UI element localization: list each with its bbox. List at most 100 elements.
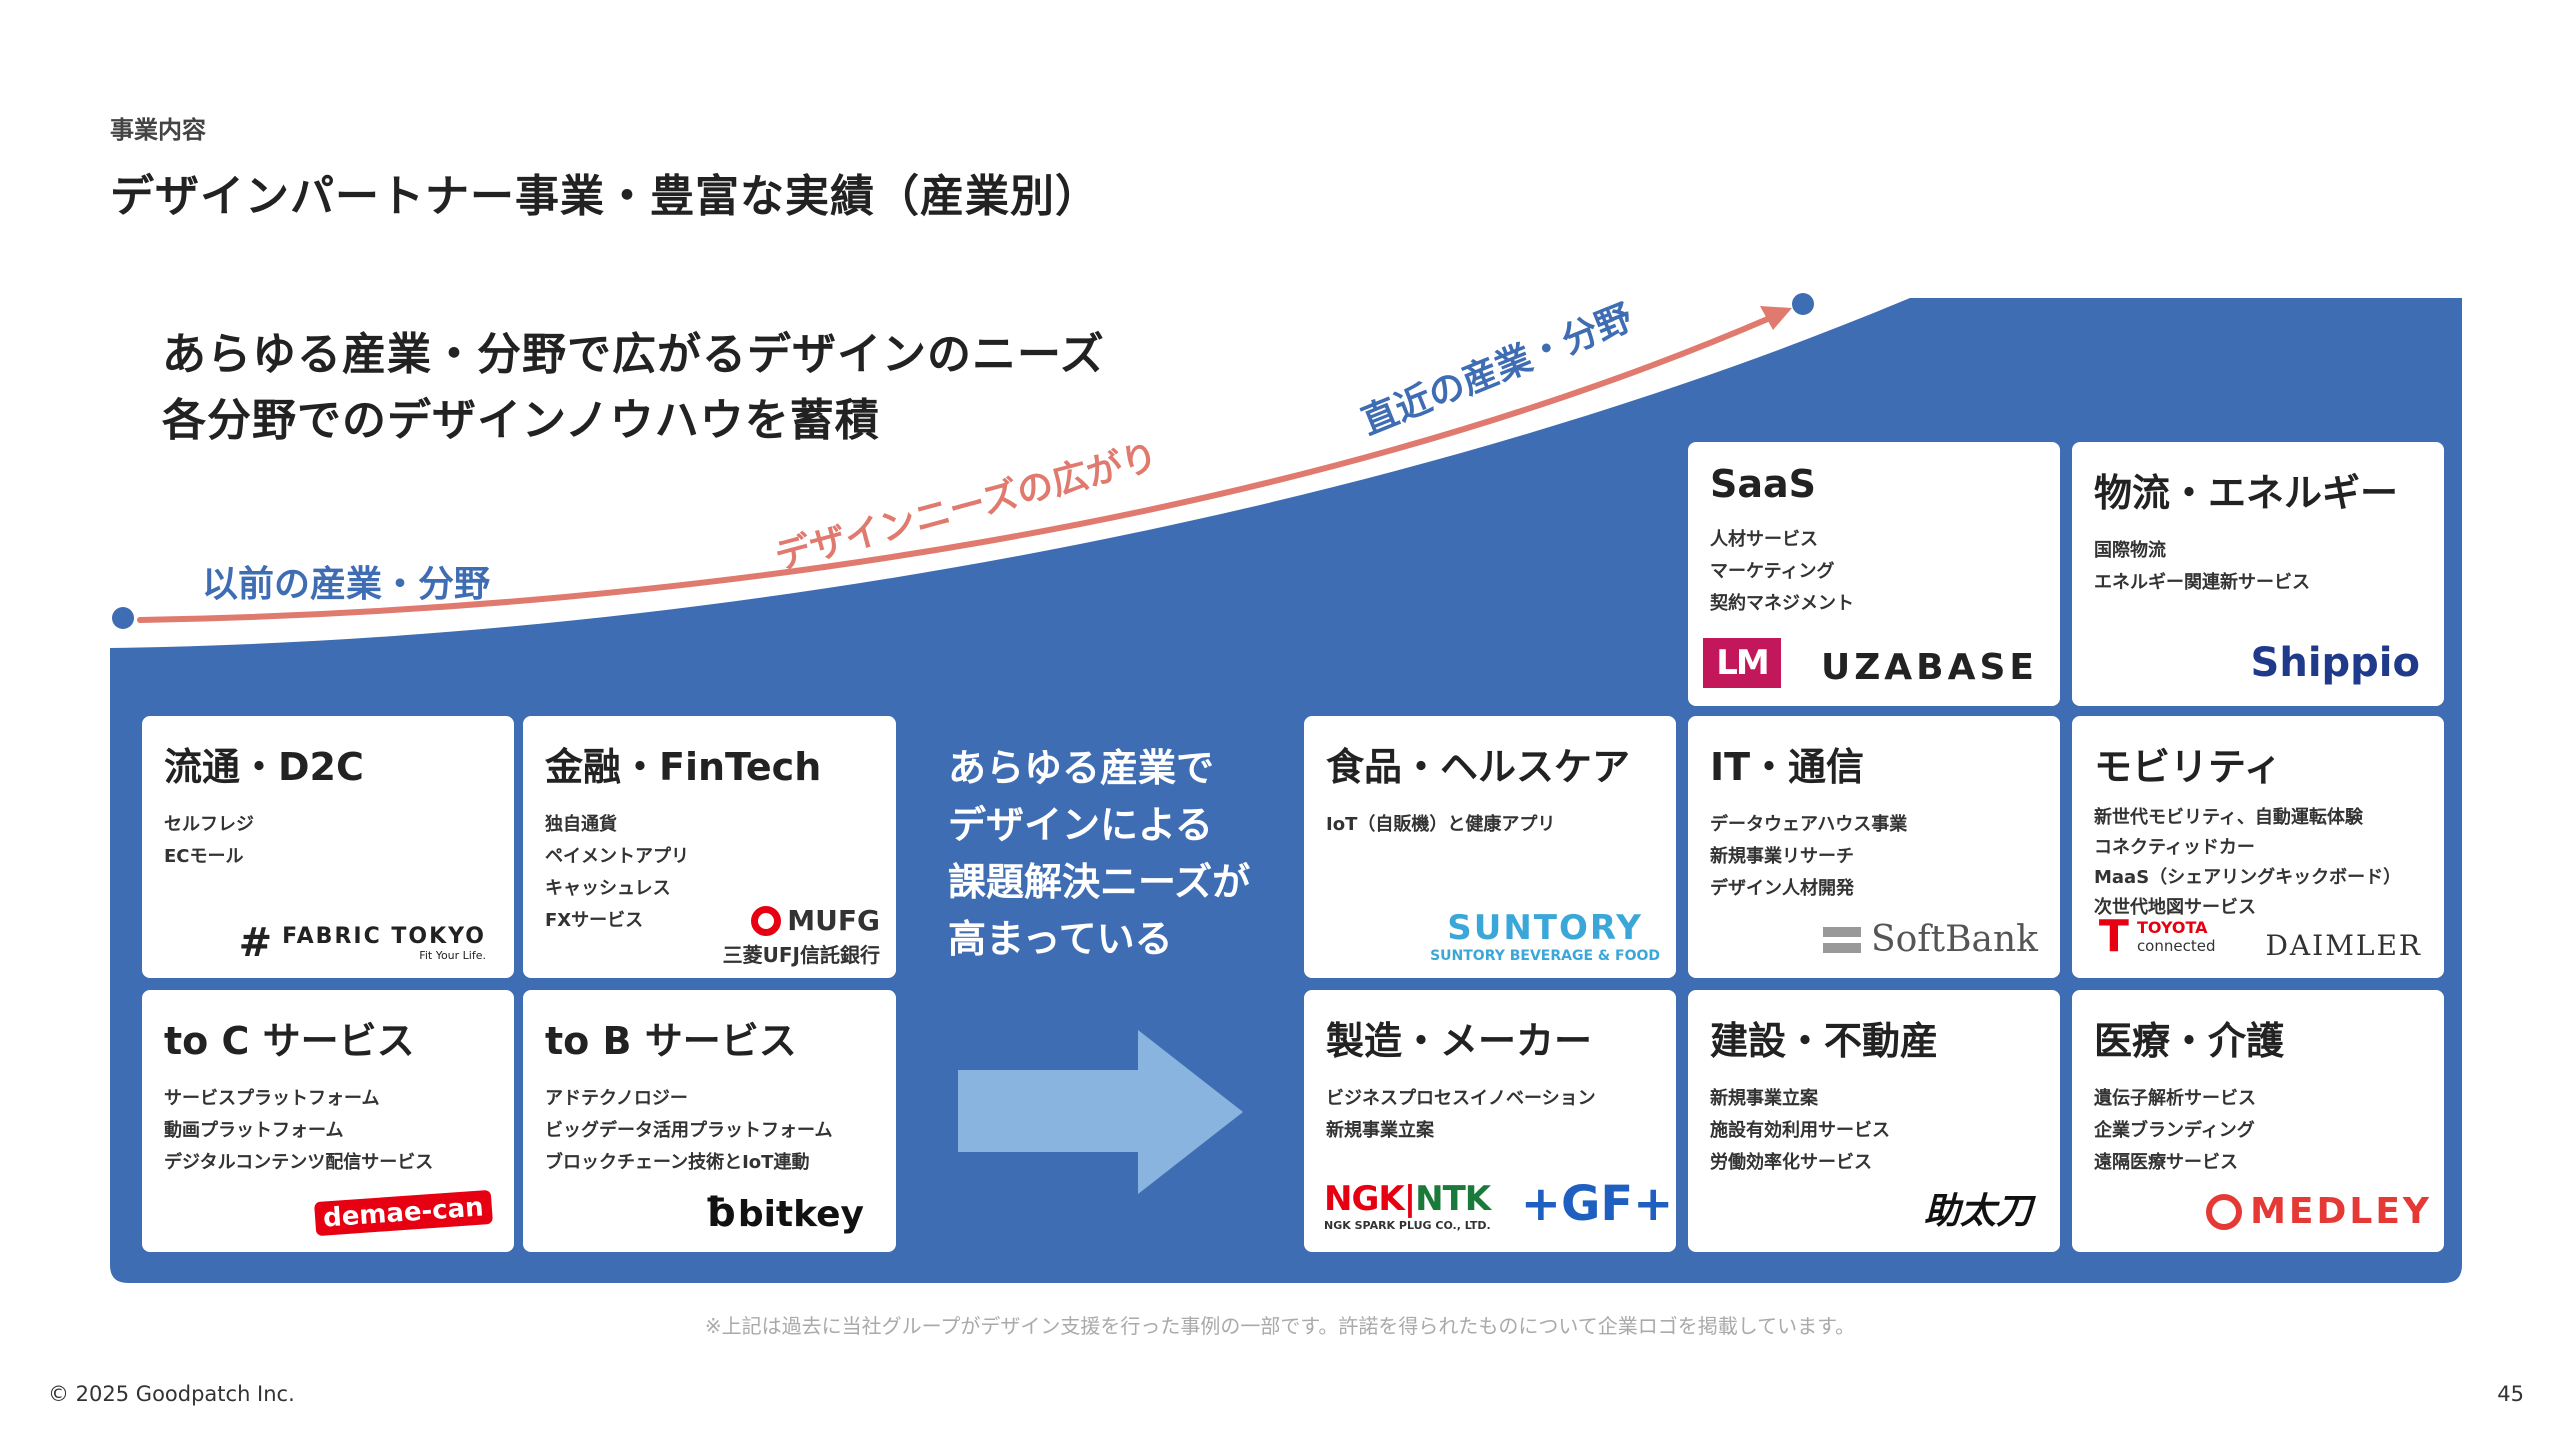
card-items: データウェアハウス事業 新規事業リサーチ デザイン人材開発 [1710,809,2038,905]
card-item: マーケティング [1710,561,1835,582]
card-item: アドテクノロジー [545,1088,688,1109]
design-needs-curve [137,315,1773,623]
card-title: IT・通信 [1710,745,1865,789]
card-item: エネルギー関連新サービス [2094,572,2310,593]
card-items: セルフレジ ECモール [164,809,492,873]
card-medical-care: 医療・介護 遺伝子解析サービス 企業ブランディング 遠隔医療サービス MEDLE… [2072,990,2444,1252]
logo-subtext: 三菱UFJ信託銀行 [722,943,880,967]
card-item: デザイン人材開発 [1710,878,1854,899]
card-construction-real-estate: 建設・不動産 新規事業立案 施設有効利用サービス 労働効率化サービス 助太刀 [1688,990,2060,1252]
card-mobility: モビリティ 新世代モビリティ、自動運転体験 コネクティッドカー MaaS（シェア… [2072,716,2444,978]
softbank-bars-icon [1822,926,1861,953]
center-message-line: デザインによる [948,803,1213,847]
card-item: 契約マネジメント [1710,593,1854,614]
big-right-arrow [958,1030,1243,1194]
card-items: 遺伝子解析サービス 企業ブランディング 遠隔医療サービス [2094,1083,2422,1179]
card-item: 独自通貨 [545,814,617,835]
card-title: 建設・不動産 [1710,1019,1939,1063]
card-item: 遺伝子解析サービス [2094,1088,2256,1109]
page-title: デザインパートナー事業・豊富な実績（産業別） [110,171,1100,222]
suntory-logo: SUNTORY SUNTORY BEVERAGE & FOOD [1430,908,1660,964]
footnote: ※上記は過去に当社グループがデザイン支援を行った事例の一部です。許諾を得られたも… [704,1314,1856,1338]
card-title: 製造・メーカー [1326,1019,1593,1063]
card-item: データウェアハウス事業 [1710,814,1908,835]
card-item: MaaS（シェアリングキックボード） [2094,867,2402,888]
card-logistics-energy: 物流・エネルギー 国際物流 エネルギー関連新サービス Shippio [2072,442,2444,706]
card-item: 労働効率化サービス [1710,1152,1872,1173]
card-items: 新規事業立案 施設有効利用サービス 労働効率化サービス [1710,1083,2038,1179]
card-title: 物流・エネルギー [2094,471,2399,515]
logo-text: FABRIC TOKYO [282,924,486,949]
card-item: ブロックチェーン技術とIoT連動 [545,1152,810,1173]
curve-label-past: 以前の産業・分野 [202,564,491,605]
logo-text: MEDLEY [2250,1191,2432,1232]
card-title: 医療・介護 [2094,1019,2285,1063]
logo-text: NGK [1324,1179,1405,1219]
lm-logo: LM [1702,638,1781,688]
card-food-healthcare: 食品・ヘルスケア IoT（自販機）と健康アプリ SUNTORY SUNTORY … [1304,716,1676,978]
logo-text: TOYOTA [2136,918,2208,937]
center-message-line: あらゆる産業で [948,746,1215,790]
card-to-c-services: to C サービス サービスプラットフォーム 動画プラットフォーム デジタルコン… [142,990,514,1252]
card-items: アドテクノロジー ビッグデータ活用プラットフォーム ブロックチェーン技術とIoT… [545,1083,874,1179]
card-items: 人材サービス マーケティング 契約マネジメント [1710,524,2038,620]
center-message: あらゆる産業で デザインによる 課題解決ニーズが 高まっている [948,740,1250,968]
card-item: ビッグデータ活用プラットフォーム [545,1120,833,1141]
medley-logo: MEDLEY [2206,1191,2432,1232]
lead-line-2: 各分野でのデザインノウハウを蓄積 [162,395,880,446]
card-items: IoT（自販機）と健康アプリ [1326,809,1654,841]
logo-text: bitkey [737,1194,864,1235]
card-item: 国際物流 [2094,540,2166,561]
lead-line-1: あらゆる産業・分野で広がるデザインのニーズ [162,329,1105,380]
center-message-line: 高まっている [948,917,1173,961]
card-item: 動画プラットフォーム [164,1120,344,1141]
logo-text: NTK [1415,1179,1491,1219]
card-to-b-services: to B サービス アドテクノロジー ビッグデータ活用プラットフォーム ブロック… [523,990,896,1252]
card-items: 独自通貨 ペイメントアプリ キャッシュレス FXサービス [545,809,874,937]
card-item: サービスプラットフォーム [164,1088,380,1109]
card-item: 新規事業立案 [1710,1088,1818,1109]
card-item: 人材サービス [1710,529,1818,550]
ngk-ntk-logo: NGK|NTK NGK SPARK PLUG CO., LTD. [1324,1179,1491,1232]
section-label: 事業内容 [110,116,206,144]
card-item: IoT（自販機）と健康アプリ [1326,814,1556,835]
card-item: ビジネスプロセスイノベーション [1326,1088,1596,1109]
card-retail-d2c: 流通・D2C セルフレジ ECモール # FABRIC TOKYO Fit Yo… [142,716,514,978]
card-item: 新世代モビリティ、自動運転体験 [2094,807,2363,828]
card-items: ビジネスプロセスイノベーション 新規事業立案 [1326,1083,1654,1147]
bitkey-logo: ƀbitkey [707,1190,864,1236]
card-title: to C サービス [164,1019,415,1063]
card-item: ペイメントアプリ [545,846,689,867]
fabric-tokyo-logo: # FABRIC TOKYO Fit Your Life. [238,920,486,966]
logo-text: SoftBank [1870,919,2038,960]
card-item: 遠隔医療サービス [2094,1152,2238,1173]
copyright: © 2025 Goodpatch Inc. [48,1382,295,1406]
toyota-t-icon: T [2098,911,2129,962]
card-item: コネクティッドカー [2094,837,2255,858]
card-title: 金融・FinTech [545,745,822,789]
curve-arrowhead [1760,306,1792,330]
card-title: SaaS [1710,462,1817,506]
curve-start-dot [112,607,134,629]
mufg-logo: MUFG 三菱UFJ信託銀行 [723,904,880,968]
daimler-logo: DAIMLER [2265,929,2422,962]
card-item: 企業ブランディング [2094,1120,2255,1141]
card-items: サービスプラットフォーム 動画プラットフォーム デジタルコンテンツ配信サービス [164,1083,492,1179]
card-item: デジタルコンテンツ配信サービス [164,1152,434,1173]
sukedachi-logo: 助太刀 [1923,1191,2032,1232]
logo-subtext: SUNTORY BEVERAGE & FOOD [1430,948,1660,964]
logo-subtext: Fit Your Life. [419,949,486,962]
softbank-logo: SoftBank [1822,919,2038,960]
center-message-line: 課題解決ニーズが [948,860,1251,904]
card-item: 新規事業立案 [1326,1120,1434,1141]
card-finance-fintech: 金融・FinTech 独自通貨 ペイメントアプリ キャッシュレス FXサービス … [523,716,896,978]
card-item: 新規事業リサーチ [1710,846,1854,867]
card-items: 新世代モビリティ、自動運転体験 コネクティッドカー MaaS（シェアリングキック… [2094,803,2422,923]
card-title: 流通・D2C [164,745,364,789]
card-item: ECモール [164,846,244,867]
card-item: FXサービス [545,910,644,931]
card-item: セルフレジ [164,814,254,835]
mufg-ring-icon [751,905,782,936]
page-number: 45 [2497,1382,2524,1406]
card-items: 国際物流 エネルギー関連新サービス [2094,535,2422,599]
